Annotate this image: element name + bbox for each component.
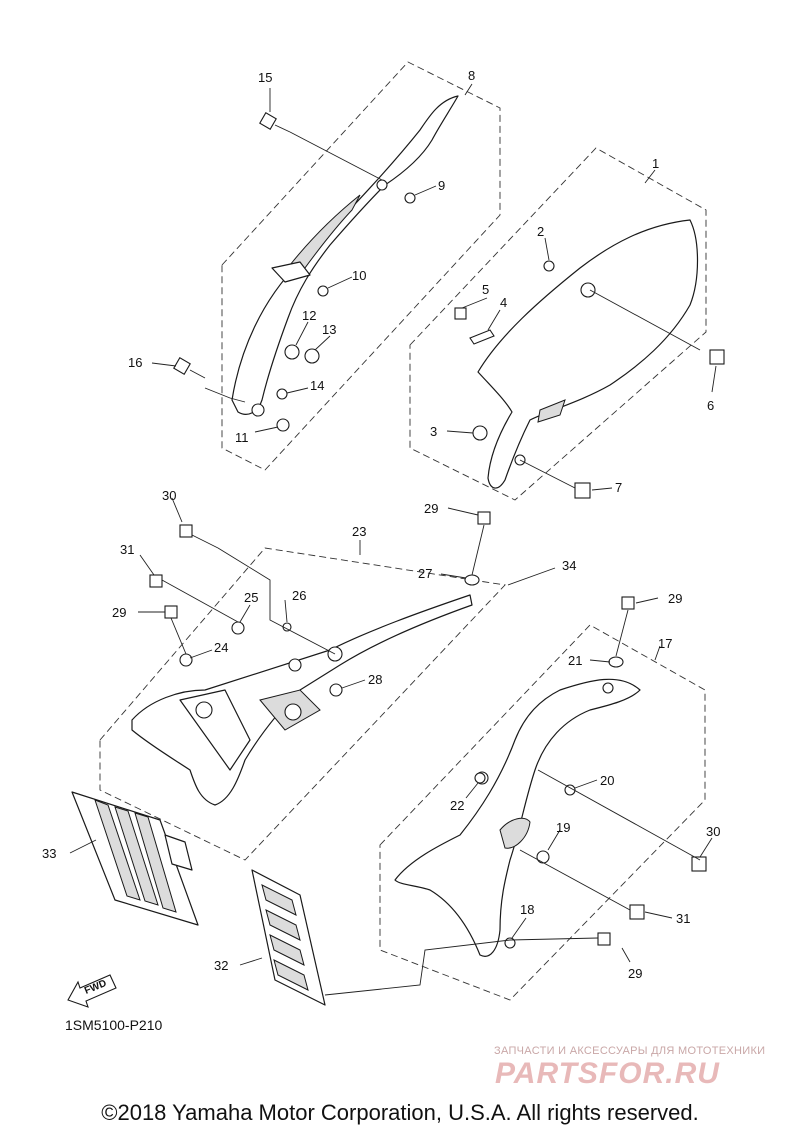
leader-lines — [69, 83, 717, 996]
nut-2 — [543, 260, 555, 272]
bolt-31-right — [629, 904, 645, 920]
bolt-5 — [454, 307, 467, 320]
callout-23: 23 — [352, 524, 366, 539]
callout-32: 32 — [214, 958, 228, 973]
callout-25: 25 — [244, 590, 258, 605]
part-23-shroud-frame — [131, 594, 473, 806]
callout-7: 7 — [615, 480, 622, 495]
callout-13: 13 — [322, 322, 336, 337]
callout-18: 18 — [520, 902, 534, 917]
callout-1: 1 — [652, 156, 659, 171]
watermark-logo: PARTSFOR.RU — [495, 1057, 720, 1090]
callout-24: 24 — [214, 640, 228, 655]
callout-31-b: 31 — [676, 911, 690, 926]
callout-29-b: 29 — [424, 501, 438, 516]
bolt-29-d — [597, 932, 611, 946]
callout-4: 4 — [500, 295, 507, 310]
part-8-side-cover — [231, 95, 459, 417]
part-33-louver — [71, 791, 199, 926]
callout-8: 8 — [468, 68, 475, 83]
bolt-7 — [574, 482, 591, 499]
bolt-16 — [173, 357, 206, 379]
callouts: 1 2 3 4 5 6 7 8 9 10 11 12 13 14 15 16 1… — [42, 68, 720, 981]
fasteners — [149, 112, 725, 949]
grommet-12 — [284, 344, 300, 360]
callout-10: 10 — [352, 268, 366, 283]
callout-9: 9 — [438, 178, 445, 193]
callout-30-b: 30 — [706, 824, 720, 839]
callout-21: 21 — [568, 653, 582, 668]
callout-3: 3 — [430, 424, 437, 439]
washer-25 — [231, 621, 245, 635]
clip-4 — [469, 329, 495, 345]
bolt-29-a — [164, 605, 178, 619]
callout-14: 14 — [310, 378, 324, 393]
callout-30-a: 30 — [162, 488, 176, 503]
callout-11: 11 — [235, 430, 249, 445]
grommet-21 — [608, 656, 624, 668]
bolt-31-left — [149, 574, 163, 588]
washer-3 — [472, 425, 488, 441]
callout-19: 19 — [556, 820, 570, 835]
bolt-29-c — [621, 596, 635, 610]
part-32-louver — [251, 869, 326, 1006]
grommet-27 — [464, 574, 480, 586]
washer-11 — [276, 418, 290, 432]
callout-2: 2 — [537, 224, 544, 239]
diagram-code: 1SM5100-P210 — [65, 1017, 163, 1033]
washer-14 — [276, 388, 288, 400]
callout-12: 12 — [302, 308, 316, 323]
bolt-30-right — [691, 856, 707, 872]
nut-22 — [474, 772, 486, 784]
part-17-shroud — [394, 678, 641, 957]
callout-31-a: 31 — [120, 542, 134, 557]
washer-19 — [536, 850, 550, 864]
group-box-23 — [99, 547, 506, 861]
collar-24 — [179, 653, 193, 667]
callout-28: 28 — [368, 672, 382, 687]
callout-29-d: 29 — [628, 966, 642, 981]
callout-15: 15 — [258, 70, 272, 85]
callout-6: 6 — [707, 398, 714, 413]
bolt-30-left — [179, 524, 193, 538]
bolt-6 — [709, 349, 725, 365]
bolt-15 — [259, 112, 291, 133]
washer-20 — [564, 784, 576, 796]
callout-20: 20 — [600, 773, 614, 788]
callout-22: 22 — [450, 798, 464, 813]
part-1-side-cover — [477, 219, 699, 489]
callout-29-c: 29 — [668, 591, 682, 606]
washer-10 — [317, 285, 329, 297]
bolt-29-b — [477, 511, 491, 525]
callout-33: 33 — [42, 846, 56, 861]
callout-17: 17 — [658, 636, 672, 651]
nut-9 — [404, 192, 416, 204]
callout-5: 5 — [482, 282, 489, 297]
group-box-17 — [379, 624, 706, 1001]
watermark-tagline: ЗАПЧАСТИ И АКСЕССУАРЫ ДЛЯ МОТОТЕХНИКИ — [494, 1045, 766, 1057]
callout-29-a: 29 — [112, 605, 126, 620]
grommet-13 — [304, 348, 320, 364]
copyright-notice: ©2018 Yamaha Motor Corporation, U.S.A. A… — [101, 1100, 699, 1125]
callout-27: 27 — [418, 566, 432, 581]
fwd-arrow: FWD — [67, 974, 117, 1008]
callout-34: 34 — [562, 558, 576, 573]
callout-16: 16 — [128, 355, 142, 370]
group-box-1 — [409, 147, 707, 501]
group-box-8 — [221, 61, 501, 471]
collar-28 — [329, 683, 343, 697]
callout-26: 26 — [292, 588, 306, 603]
